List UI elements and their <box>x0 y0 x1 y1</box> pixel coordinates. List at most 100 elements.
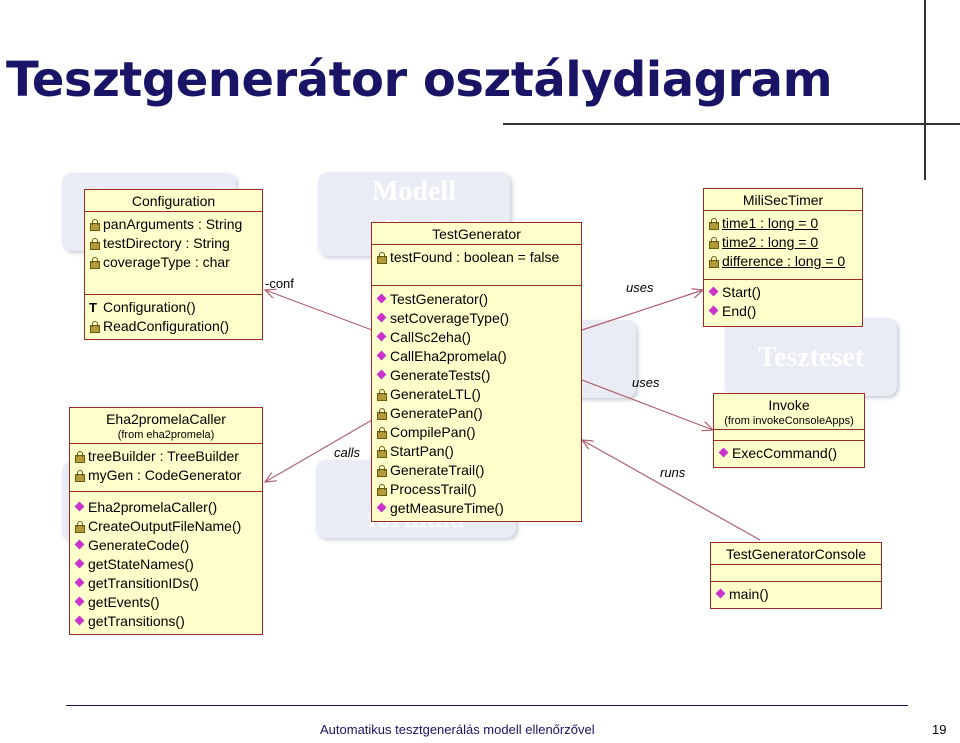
class-name: Configuration <box>85 190 262 212</box>
lock-icon <box>89 238 100 250</box>
public-method-icon <box>708 287 719 298</box>
class-invoke[interactable]: Invoke (from invokeConsoleApps) ExecComm… <box>713 393 865 468</box>
operation: Start() <box>708 283 858 302</box>
class-name-block: Invoke (from invokeConsoleApps) <box>714 394 864 430</box>
public-method-icon <box>74 502 85 513</box>
class-package: (from eha2promela) <box>117 429 215 441</box>
constructor-icon <box>89 298 100 317</box>
operation: ReadConfiguration() <box>89 317 258 336</box>
operation: main() <box>715 585 877 604</box>
operation: getTransitionIDs() <box>74 574 258 593</box>
operation: GenerateTests() <box>376 366 577 385</box>
footer-rule <box>66 705 908 706</box>
operation: CompilePan() <box>376 423 577 442</box>
uses-timer-association <box>581 290 703 331</box>
ghost-box-teszteset: Teszteset <box>725 318 897 396</box>
operation: getMeasureTime() <box>376 499 577 518</box>
operation: TestGenerator() <box>376 290 577 309</box>
class-testgeneratorconsole[interactable]: TestGeneratorConsole main() <box>710 542 882 609</box>
lock-icon <box>376 446 387 458</box>
class-milisectimer[interactable]: MiliSecTimer time1 : long = 0 time2 : lo… <box>703 188 863 327</box>
uses-invoke-association <box>581 379 713 430</box>
class-testgenerator[interactable]: TestGenerator testFound : boolean = fals… <box>371 222 582 522</box>
operations-section: Start() End() <box>704 280 862 326</box>
class-name: Eha2promelaCaller <box>106 411 226 427</box>
attributes-section: testFound : boolean = false <box>372 245 581 286</box>
operation: getTransitions() <box>74 612 258 631</box>
operation: End() <box>708 302 858 321</box>
lock-icon <box>89 257 100 269</box>
operations-section: main() <box>711 582 881 608</box>
attribute: testDirectory : String <box>89 234 258 253</box>
attribute: time1 : long = 0 <box>708 214 858 233</box>
class-name: MiliSecTimer <box>704 189 862 211</box>
lock-icon <box>708 256 719 268</box>
class-eha2promelacaller[interactable]: Eha2promelaCaller (from eha2promela) tre… <box>69 407 263 635</box>
operation: GenerateTrail() <box>376 461 577 480</box>
operation: CallSc2eha() <box>376 328 577 347</box>
operation: Eha2promelaCaller() <box>74 498 258 517</box>
public-method-icon <box>376 313 387 324</box>
operation: GenerateLTL() <box>376 385 577 404</box>
operations-section: Configuration() ReadConfiguration() <box>85 295 262 339</box>
lock-icon <box>89 321 100 333</box>
runs-association <box>582 440 761 541</box>
attributes-section: treeBuilder : TreeBuilder myGen : CodeGe… <box>70 444 262 492</box>
attribute: myGen : CodeGenerator <box>74 466 258 485</box>
operation: GeneratePan() <box>376 404 577 423</box>
operations-section: TestGenerator() setCoverageType() CallSc… <box>372 286 581 521</box>
class-name: TestGeneratorConsole <box>711 543 881 565</box>
public-method-icon <box>376 503 387 514</box>
lock-icon <box>74 470 85 482</box>
lock-icon <box>708 218 719 230</box>
class-configuration[interactable]: Configuration panArguments : String test… <box>84 189 263 340</box>
lock-icon <box>376 427 387 439</box>
class-name: TestGenerator <box>372 223 581 245</box>
public-method-icon <box>74 597 85 608</box>
public-method-icon <box>376 351 387 362</box>
operation: setCoverageType() <box>376 309 577 328</box>
conf-association <box>265 290 373 331</box>
lock-icon <box>376 484 387 496</box>
operation: CreateOutputFileName() <box>74 517 258 536</box>
class-name: Invoke <box>768 397 810 413</box>
public-method-icon <box>74 616 85 627</box>
page-title: Tesztgenerátor osztálydiagram <box>6 52 833 108</box>
lock-icon <box>708 237 719 249</box>
attributes-section <box>714 430 864 441</box>
lock-icon <box>376 465 387 477</box>
attribute: panArguments : String <box>89 215 258 234</box>
ghost-box-teszteset-text: Teszteset <box>757 342 865 373</box>
public-method-icon <box>708 306 719 317</box>
footer-text: Automatikus tesztgenerálás modell ellenő… <box>320 722 595 737</box>
class-package: (from invokeConsoleApps) <box>724 415 854 427</box>
lock-icon <box>376 252 387 264</box>
title-vertical-rule <box>924 0 926 180</box>
operations-section: ExecCommand() <box>714 441 864 467</box>
public-method-icon <box>715 589 726 600</box>
attribute: coverageType : char <box>89 253 258 272</box>
operation: StartPan() <box>376 442 577 461</box>
public-method-icon <box>376 370 387 381</box>
attribute: testFound : boolean = false <box>376 248 577 267</box>
operation: CallEha2promela() <box>376 347 577 366</box>
operation: ExecCommand() <box>718 444 860 463</box>
lock-icon <box>74 451 85 463</box>
attributes-section: panArguments : String testDirectory : St… <box>85 212 262 295</box>
uses-timer-label: uses <box>626 280 654 295</box>
operation: GenerateCode() <box>74 536 258 555</box>
class-name-block: Eha2promelaCaller (from eha2promela) <box>70 408 262 444</box>
public-method-icon <box>74 540 85 551</box>
public-method-icon <box>74 578 85 589</box>
public-method-icon <box>376 294 387 305</box>
operation: getEvents() <box>74 593 258 612</box>
lock-icon <box>74 521 85 533</box>
page-number: 19 <box>932 722 947 737</box>
attribute: difference : long = 0 <box>708 252 858 271</box>
attributes-section <box>711 565 881 582</box>
operation: Configuration() <box>89 298 258 317</box>
lock-icon <box>89 219 100 231</box>
operations-section: Eha2promelaCaller() CreateOutputFileName… <box>70 492 262 634</box>
attribute: treeBuilder : TreeBuilder <box>74 447 258 466</box>
